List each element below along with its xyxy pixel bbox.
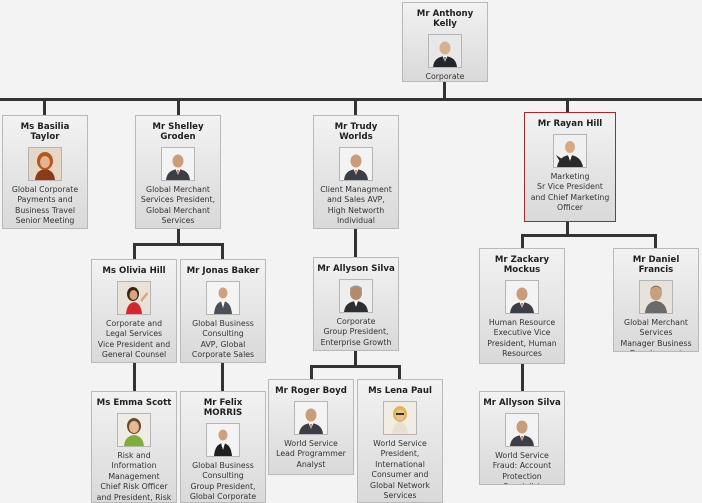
person-card-allyson-silva-2[interactable]: Mr Allyson Silva World Service Fraud: Ac… [479, 391, 565, 485]
person-card-daniel-francis[interactable]: Mr Daniel Francis Global Merchant Servic… [613, 248, 699, 352]
connector-line [354, 99, 357, 116]
connector-line [177, 228, 180, 245]
connector-line [566, 221, 569, 236]
person-role: World Service President, International C… [370, 439, 430, 501]
person-card-emma-scott[interactable]: Ms Emma Scott Risk and Information Manag… [91, 391, 177, 503]
connector-line [354, 350, 357, 367]
person-name: Mr Roger Boyd [275, 386, 347, 396]
avatar [339, 279, 373, 313]
connector-line [133, 243, 223, 246]
person-card-felix-morris[interactable]: Mr Felix MORRIS Global Business Consulti… [180, 391, 266, 503]
person-role: World Service Fraud: Account Protection … [492, 451, 552, 484]
person-role: Risk and Information Management Chief Ri… [96, 451, 172, 502]
person-role: Client Managment and Sales AVP, High Net… [320, 185, 392, 228]
person-card-jonas-baker[interactable]: Mr Jonas Baker Global Business Consultin… [180, 259, 266, 363]
avatar [639, 280, 673, 314]
person-role: Global Corporate Payments and Business T… [11, 185, 79, 228]
connector-line [654, 234, 657, 249]
person-card-roger-boyd[interactable]: Mr Roger Boyd World Service Lead Program… [268, 379, 354, 475]
connector-line [133, 243, 136, 260]
person-card-trudy-worlds[interactable]: Mr Trudy Worlds Client Managment and Sal… [313, 115, 399, 229]
avatar [161, 147, 195, 181]
person-role: World Service Lead Programmer Analyst [276, 439, 346, 469]
person-role: Corporate Chairman and CEO [425, 72, 465, 81]
person-name: Ms Olivia Hill [102, 266, 166, 276]
connector-line [566, 99, 569, 112]
avatar [294, 401, 328, 435]
connector-line [521, 234, 656, 237]
avatar [383, 401, 417, 435]
connector-line [398, 365, 401, 380]
person-card-zackary-mockus[interactable]: Mr Zackary Mockus Human Resource Executi… [479, 248, 565, 364]
connector-line [0, 98, 702, 101]
avatar [339, 147, 373, 181]
person-card-basilia-taylor[interactable]: Ms Basilia Taylor Global Corporate Payme… [2, 115, 88, 229]
connector-line [521, 362, 524, 392]
connector-line [310, 365, 400, 368]
person-name: Mr Allyson Silva [317, 264, 395, 274]
avatar [117, 281, 151, 315]
person-role: Global Business Consulting Group Preside… [189, 461, 257, 502]
person-name: Ms Lena Paul [368, 386, 432, 396]
avatar [505, 413, 539, 447]
person-card-shelley-groden[interactable]: Mr Shelley Groden Global Merchant Servic… [135, 115, 221, 229]
person-name: Mr Daniel Francis [632, 255, 680, 275]
avatar [505, 280, 539, 314]
person-name: Ms Basilia Taylor [20, 122, 70, 142]
person-card-allyson-silva[interactable]: Mr Allyson Silva Corporate Group Preside… [313, 257, 399, 351]
person-role: Corporate and Legal Services Vice Presid… [97, 319, 171, 360]
person-role: Global Merchant Services President, Glob… [140, 185, 216, 226]
avatar [206, 281, 240, 315]
connector-line [521, 234, 524, 249]
person-card-olivia-hill[interactable]: Ms Olivia Hill Corporate and Legal Servi… [91, 259, 177, 363]
avatar [553, 134, 587, 168]
avatar [28, 147, 62, 181]
person-name: Mr Zackary Mockus [494, 255, 550, 275]
connector-line [133, 362, 136, 392]
person-name: Mr Jonas Baker [186, 266, 260, 276]
person-role: Marketing Sr Vice President and Chief Ma… [530, 172, 610, 213]
person-name: Mr Anthony Kelly [416, 9, 474, 29]
person-card-anthony-kelly[interactable]: Mr Anthony Kelly Corporate Chairman and … [402, 2, 488, 82]
avatar [428, 34, 462, 68]
avatar [117, 413, 151, 447]
person-name: Mr Rayan Hill [537, 119, 603, 129]
connector-line [443, 80, 446, 100]
person-card-rayan-hill[interactable]: Mr Rayan Hill Marketing Sr Vice Presiden… [524, 112, 616, 222]
person-role: Global Merchant Services Manager Busines… [620, 318, 692, 351]
connector-line [221, 243, 224, 260]
person-role: Corporate Group President, Enterprise Gr… [320, 317, 392, 347]
person-name: Mr Allyson Silva [483, 398, 561, 408]
avatar [206, 423, 240, 457]
person-name: Mr Felix MORRIS [203, 398, 243, 418]
person-card-lena-paul[interactable]: Ms Lena Paul World Service President, In… [357, 379, 443, 503]
connector-line [310, 365, 313, 380]
person-role: Human Resource Executive Vice President,… [487, 318, 557, 359]
connector-line [43, 99, 46, 116]
person-role: Global Business Consulting AVP, Global C… [191, 319, 255, 360]
person-name: Ms Emma Scott [96, 398, 172, 408]
person-name: Mr Trudy Worlds [334, 122, 378, 142]
person-name: Mr Shelley Groden [152, 122, 204, 142]
connector-line [354, 228, 357, 258]
connector-line [177, 99, 180, 116]
connector-line [221, 362, 224, 392]
